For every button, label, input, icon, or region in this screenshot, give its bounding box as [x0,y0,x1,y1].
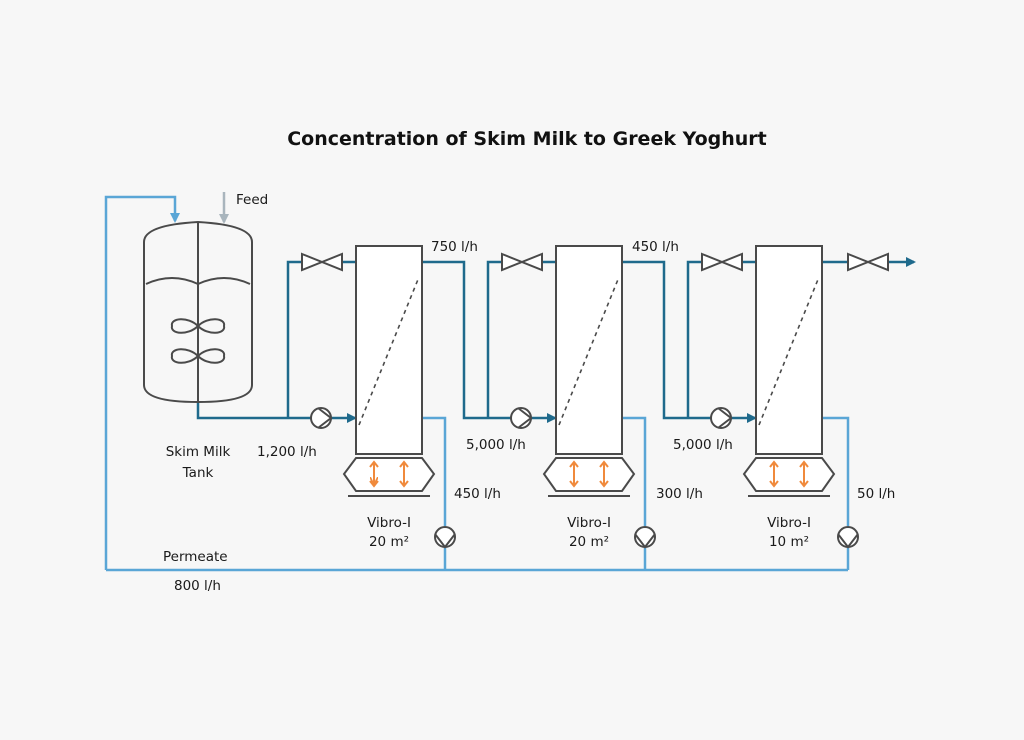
valve-icon [847,252,889,272]
pump-icon [710,407,733,429]
stage-1-permeate-flow-label: 450 l/h [454,486,501,502]
permeate-line-stage-3 [822,416,850,526]
stage-3-name: Vibro-I [767,515,811,531]
permeate-total-flow-label: 800 l/h [174,578,221,594]
membrane-module-1 [342,245,436,497]
feed-flow-label: 1,200 l/h [257,444,317,460]
stage-3-area: 10 m² [769,534,809,550]
valve-icon [301,252,343,272]
valve-icon [501,252,543,272]
permeate-line-stage-1 [422,416,447,526]
valve-icon [701,252,743,272]
skim-milk-tank [143,220,253,404]
vibration-drive-icon [742,457,836,497]
tank-label-line-1: Skim Milk [166,444,231,460]
stage-3-recirculation-flow-label: 5,000 l/h [673,437,733,453]
stage-1-retentate-flow-label: 750 l/h [431,239,478,255]
membrane-module-2 [542,245,636,497]
diagram-title: Concentration of Skim Milk to Greek Yogh… [287,128,767,150]
stage-2-name: Vibro-I [567,515,611,531]
tank-label-line-2: Tank [182,465,214,481]
permeate-pump-icon [634,526,656,549]
permeate-pump-icon [837,526,859,549]
permeate-line-stage-2 [622,416,647,526]
retentate-piping [196,257,916,423]
permeate-piping [104,195,850,572]
permeate-return-line [104,195,180,570]
stage-2-permeate-flow-label: 300 l/h [656,486,703,502]
stage-2-recirculation-flow-label: 5,000 l/h [466,437,526,453]
stage-3-permeate-flow-label: 50 l/h [857,486,895,502]
stage-1-area: 20 m² [369,534,409,550]
pump-icon [310,407,333,429]
stage-2-retentate-flow-label: 450 l/h [632,239,679,255]
stage-1-name: Vibro-I [367,515,411,531]
vibration-drive-icon [542,457,636,497]
pump-icon [510,407,533,429]
stage-2-area: 20 m² [569,534,609,550]
membrane-module-3 [742,245,836,497]
feed-label: Feed [236,192,268,208]
agitator-icon [170,318,226,364]
permeate-pump-icon [434,526,456,549]
vibration-drive-icon [342,457,436,497]
permeate-label: Permeate [163,549,228,565]
